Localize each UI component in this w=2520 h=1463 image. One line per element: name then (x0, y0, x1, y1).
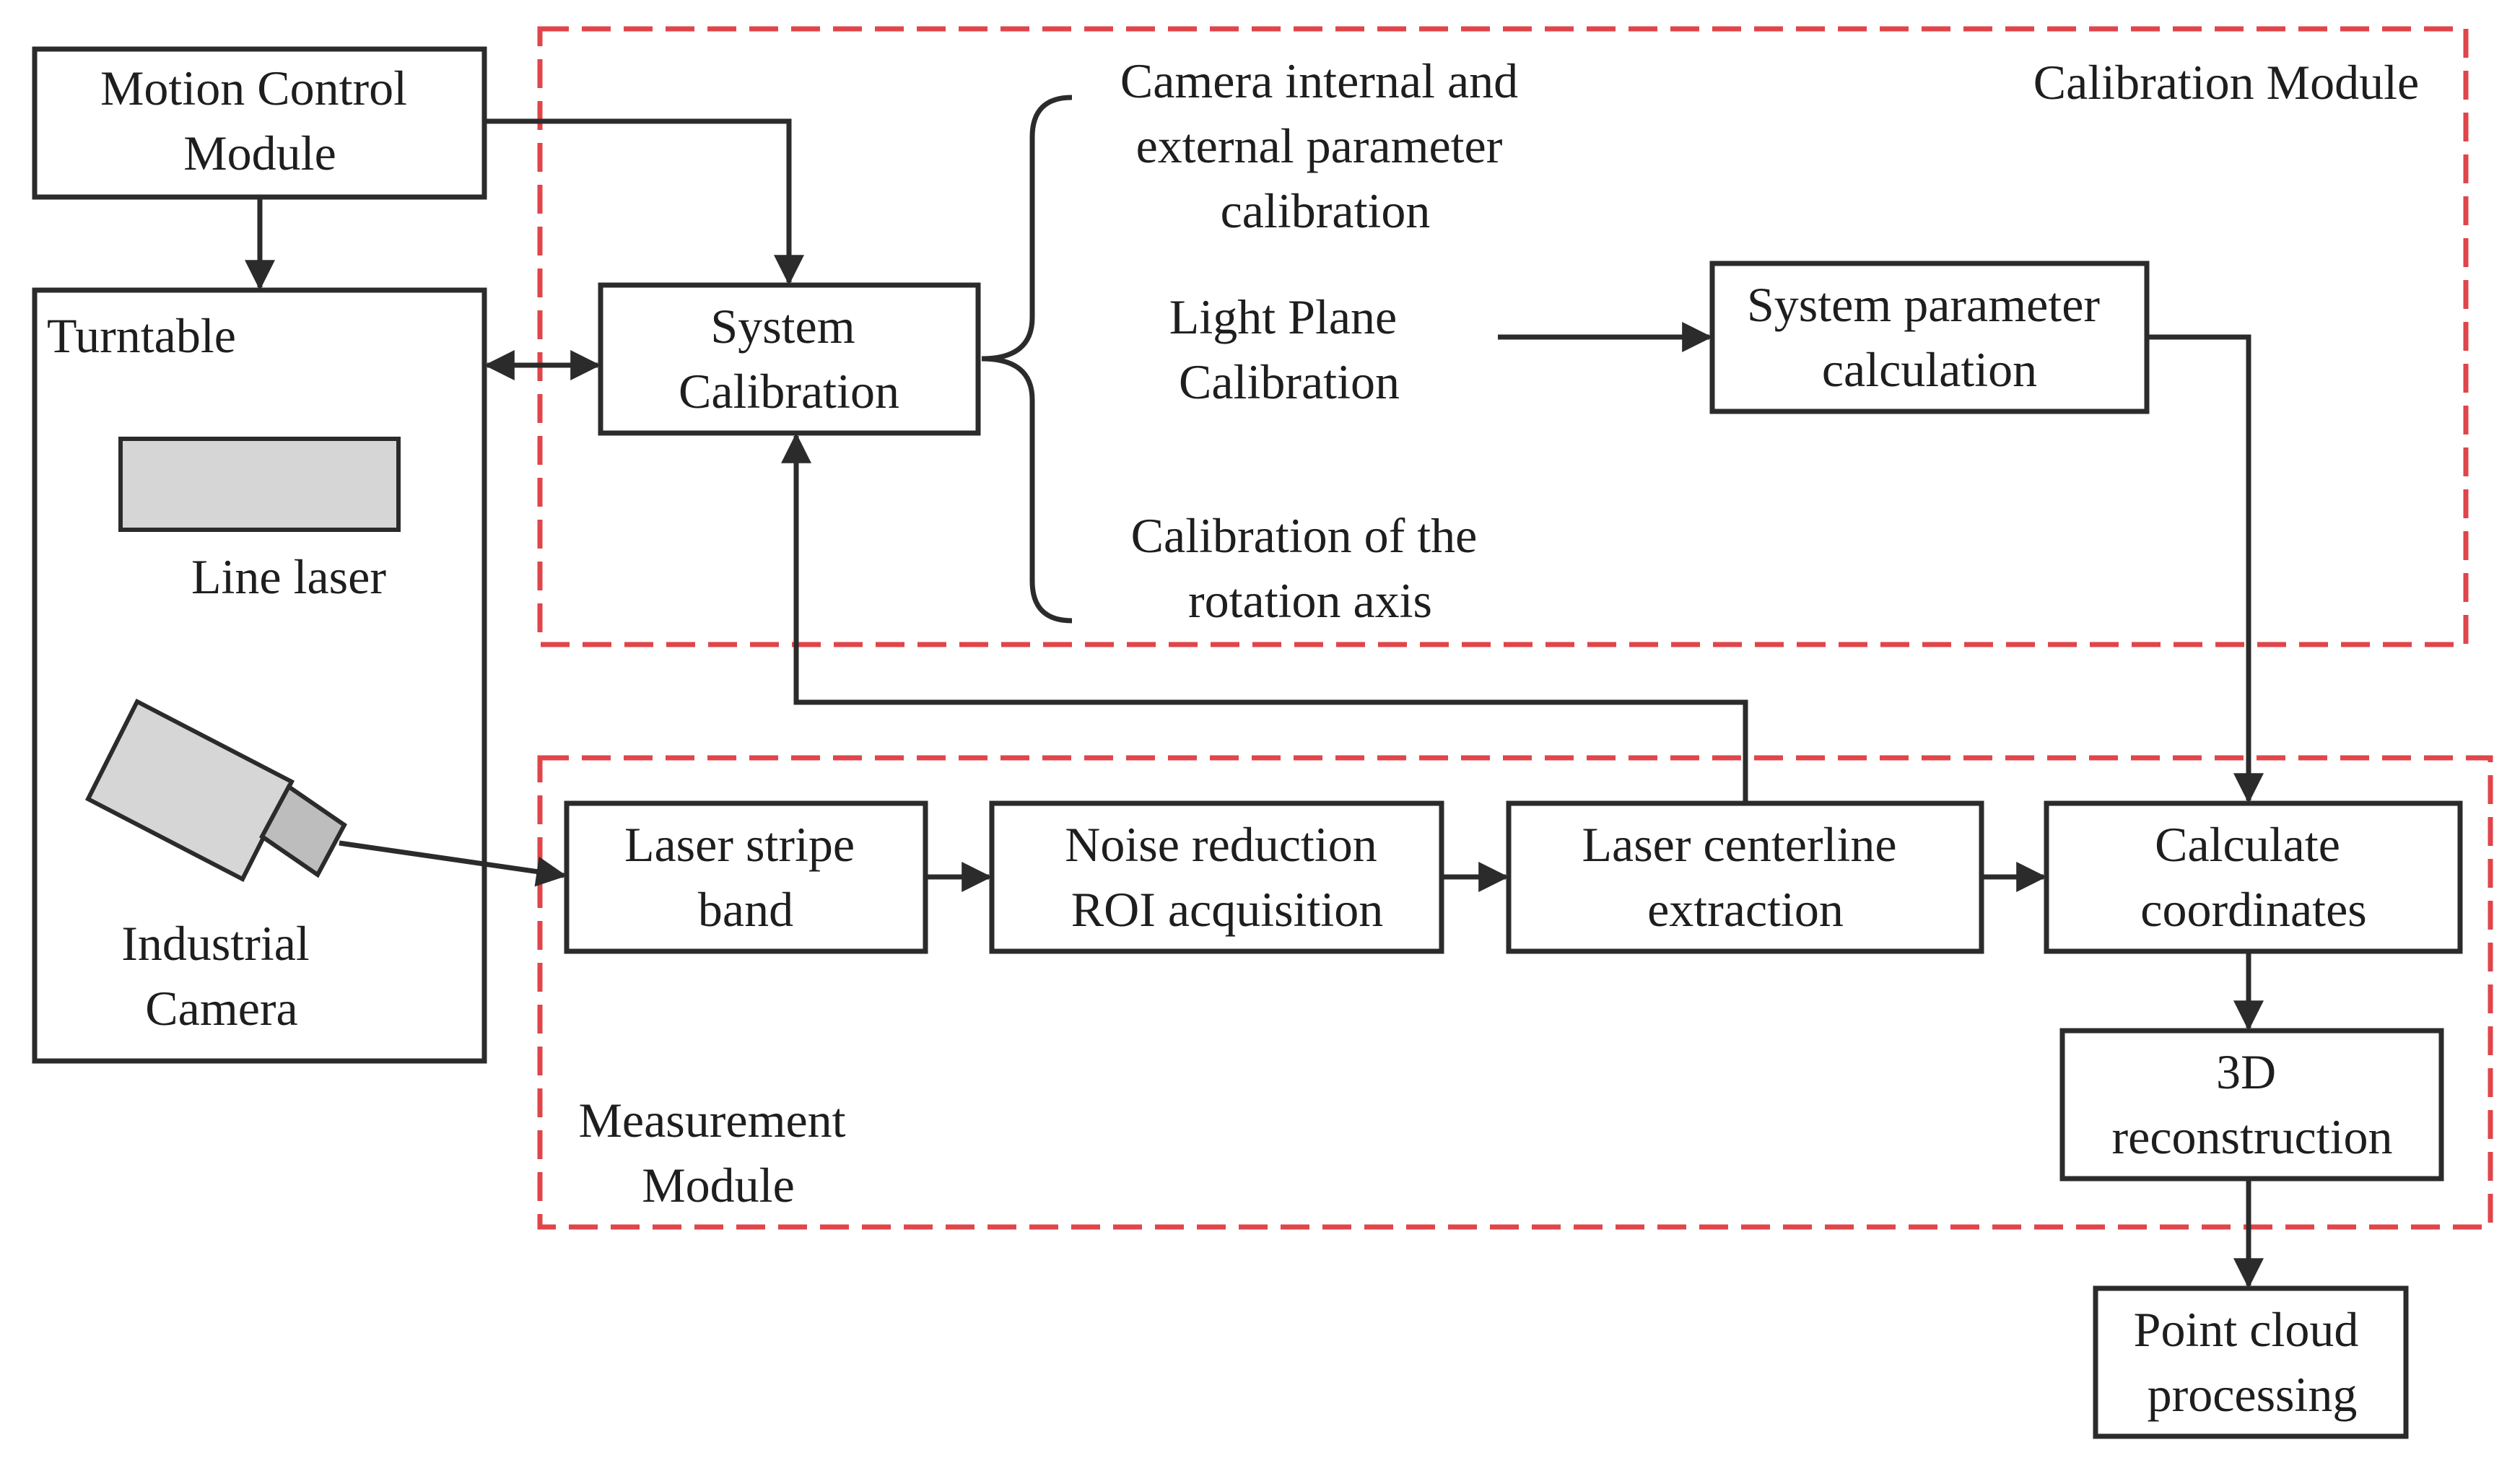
noise-reduction-box (989, 800, 1444, 954)
reconstruction-label: 3D reconstruction (2112, 1044, 2393, 1164)
camera-icon (84, 698, 347, 883)
camera-label: Industrial Camera (121, 916, 322, 1036)
system-calibration-label: System Calibration (679, 299, 899, 419)
measurement-module-border (537, 755, 2493, 1230)
calibration-module-label: Calibration Module (2033, 55, 2419, 110)
arrow-camera-to-laser-stripe (339, 840, 567, 887)
arrow-motion-to-system-calibration (484, 118, 804, 286)
laser-stripe-label: Laser stripe band (624, 817, 867, 937)
line-laser-label: Line laser (191, 549, 386, 604)
arrow-centerline-to-system-calibration (781, 432, 1748, 803)
centerline-label: Laser centerline extraction (1582, 817, 1909, 937)
line-laser-device (118, 437, 401, 532)
noise-reduction-label: Noise reduction ROI acquisition (1065, 817, 1389, 937)
turntable-box (32, 287, 487, 1064)
light-plane-item: Light Plane Calibration (1169, 289, 1409, 409)
arrow-parameter-to-calculate (2147, 334, 2264, 804)
system-parameter-box (1709, 261, 2150, 414)
measurement-module-label: Measurement Module (578, 1093, 858, 1213)
reconstruction-box (2059, 1028, 2444, 1182)
calculate-label: Calculate coordinates (2140, 817, 2366, 937)
camera-params-item: Camera internal and external parameter c… (1120, 53, 1530, 238)
point-cloud-label: Point cloud processing (2134, 1302, 2371, 1422)
calibration-brace (981, 95, 1073, 624)
rotation-axis-item: Calibration of the rotation axis (1131, 508, 1490, 628)
turntable-label: Turntable (47, 308, 236, 363)
motion-control-label: Motion Control Module (100, 61, 419, 180)
calculate-box (2044, 800, 2463, 954)
system-parameter-label: System parameter calculation (1747, 277, 2112, 397)
calibration-module-border (537, 26, 2469, 647)
